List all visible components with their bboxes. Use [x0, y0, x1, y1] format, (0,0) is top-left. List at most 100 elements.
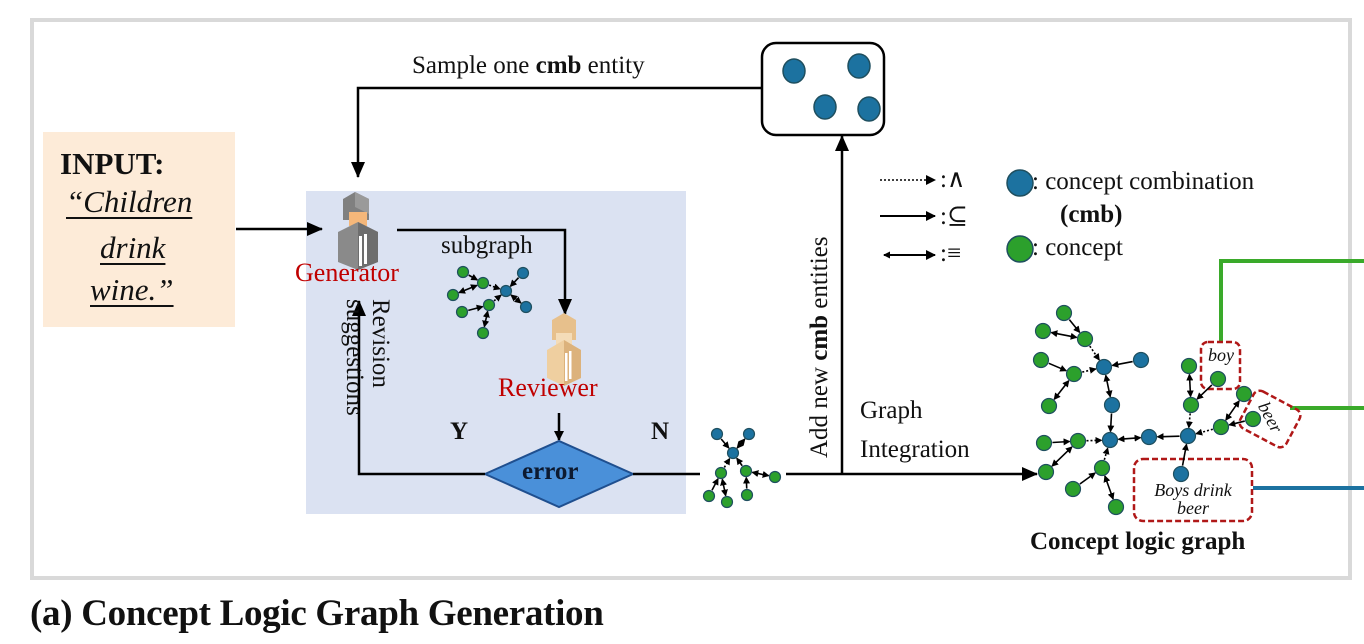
conjunction-edge — [1195, 428, 1214, 436]
conjunction-edge — [1089, 345, 1100, 361]
cmb-node — [516, 266, 530, 280]
concept-node — [1064, 480, 1082, 498]
concept-node — [714, 466, 728, 480]
concept-node — [702, 489, 716, 503]
subset-edge — [1228, 420, 1245, 427]
graph-integration-label-2: Integration — [860, 436, 970, 463]
legend-bidirectional-symbol: :≡ — [940, 240, 962, 267]
revision-label-line-2: suggestions — [341, 299, 368, 416]
equivalence-edge — [1103, 475, 1115, 500]
equivalence-edge — [736, 438, 746, 449]
concept-node — [1107, 498, 1125, 516]
boy-annotation-box — [1199, 340, 1242, 391]
equivalence-edge — [458, 284, 478, 294]
pool-node — [813, 94, 837, 120]
concept-node — [1040, 397, 1058, 415]
equivalence-edge — [1117, 434, 1142, 443]
cmb-node — [710, 427, 724, 441]
concept-node — [720, 495, 734, 509]
equivalence-edge — [1186, 373, 1194, 398]
subset-edge — [720, 438, 730, 449]
cmb-node — [1172, 465, 1190, 483]
concept-node — [482, 298, 496, 312]
legend-cmb-node — [1006, 169, 1034, 197]
concept-node — [1209, 370, 1227, 388]
equivalence-edge — [510, 294, 522, 304]
concept-node — [740, 488, 754, 502]
cmb-node — [742, 427, 756, 441]
sentence-annotation-box — [1132, 457, 1254, 523]
subset-edge — [711, 477, 719, 491]
concept-node — [1065, 365, 1083, 383]
equivalence-edge — [1051, 446, 1073, 467]
concept-node — [1182, 396, 1200, 414]
legend-cmb-label: : concept combination — [1032, 168, 1255, 195]
concept-node — [455, 305, 469, 319]
subset-edge — [1196, 384, 1213, 400]
sentence-annotation-line-1: Boys drink — [1154, 480, 1232, 500]
subset-edge — [1048, 362, 1068, 372]
boy-annotation: boy — [1208, 345, 1234, 365]
cmb-node — [1179, 427, 1197, 445]
subset-edge — [1181, 443, 1189, 466]
concept-node — [1032, 351, 1050, 369]
cmb-node — [499, 284, 513, 298]
subset-edge — [468, 304, 484, 312]
cmb-node — [726, 446, 740, 460]
equivalence-edge — [482, 310, 490, 328]
legend-solid-symbol: :⊆ — [940, 203, 968, 230]
cmb-node — [1101, 431, 1119, 449]
concept-node — [476, 326, 490, 340]
conjunction-edge — [1082, 366, 1097, 374]
legend-cmb-sublabel: (cmb) — [1060, 201, 1123, 228]
yes-label: Y — [450, 418, 469, 445]
boy-link-line — [1219, 259, 1364, 343]
input-line-3: wine.” — [90, 272, 174, 307]
subset-edge — [1111, 360, 1133, 368]
subset-edge — [1107, 413, 1115, 433]
cmb-node — [1095, 358, 1113, 376]
input-box — [43, 132, 235, 327]
concept-logic-graph-caption: Concept logic graph — [1030, 528, 1246, 555]
revision-label-line-1: Revision — [367, 299, 394, 388]
subset-edge — [468, 273, 479, 281]
reviewer-label: Reviewer — [498, 373, 598, 402]
subset-edge — [736, 457, 744, 467]
conjunction-edge — [493, 294, 502, 302]
concept-node — [1180, 357, 1198, 375]
subset-edge — [1052, 438, 1071, 446]
cmb-node — [1140, 428, 1158, 446]
reviewer-icon — [547, 313, 581, 386]
subset-edge — [1079, 472, 1096, 485]
cmb-node — [1103, 396, 1121, 414]
legend-concept-node — [1006, 235, 1034, 263]
subset-edge — [1068, 319, 1081, 334]
concept-node — [1244, 410, 1262, 428]
subset-edge — [509, 277, 520, 288]
conjunction-edge — [1185, 413, 1193, 429]
equivalence-edge — [1053, 379, 1070, 401]
subset-edge — [1156, 433, 1180, 441]
pool-node — [782, 58, 806, 84]
sentence-annotation-line-2: beer — [1177, 498, 1209, 518]
conjunction-edge — [723, 457, 731, 468]
decision-label: error — [522, 458, 579, 485]
add-cmb-entities-label: Add new cmb entities — [806, 236, 833, 458]
no-label: N — [651, 418, 670, 445]
subgraph-label: subgraph — [441, 232, 533, 259]
legend-arrows — [880, 175, 936, 260]
concept-node — [1055, 304, 1073, 322]
conjunction-edge — [488, 283, 501, 291]
pool-node — [857, 96, 881, 122]
concept-node — [456, 265, 470, 279]
concept-node — [1212, 418, 1230, 436]
generator-to-reviewer-arrow — [397, 228, 572, 315]
cmb-node — [519, 300, 533, 314]
figure-frame — [30, 18, 1352, 580]
beer-annotation-box — [1238, 389, 1302, 449]
conjunction-edge — [1102, 447, 1110, 461]
sample-arrow — [351, 86, 762, 178]
input-line-2: drink — [100, 230, 166, 265]
concept-node — [739, 464, 753, 478]
